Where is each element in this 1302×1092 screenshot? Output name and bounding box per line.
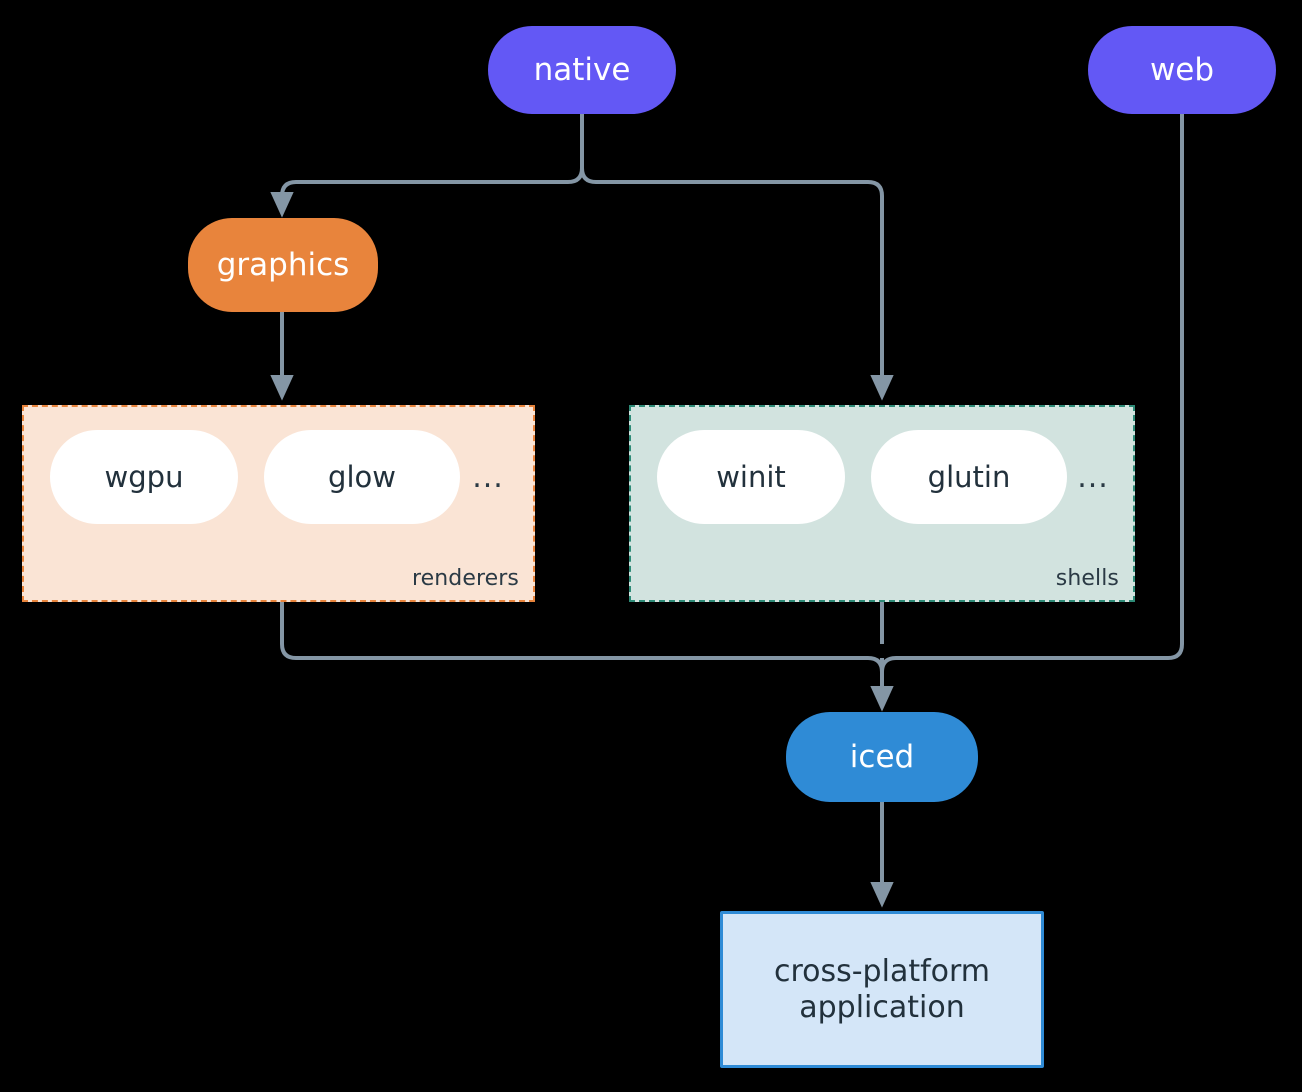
chip-winit-label: winit (716, 460, 786, 494)
group-shells-items: winit glutin ... (657, 430, 1119, 524)
chip-winit[interactable]: winit (657, 430, 845, 524)
node-web[interactable]: web (1088, 26, 1276, 114)
group-shells: winit glutin ... shells (629, 405, 1135, 602)
chip-glutin-label: glutin (927, 460, 1011, 494)
edge-native-split-left (567, 167, 584, 184)
node-native[interactable]: native (488, 26, 676, 114)
chip-wgpu-label: wgpu (104, 460, 184, 494)
edge-native-split (580, 112, 597, 184)
node-application-line1: cross-platform (773, 954, 991, 990)
edge-merge-right-joint (880, 656, 897, 673)
group-shells-label: shells (1055, 566, 1119, 591)
chip-glutin[interactable]: glutin (871, 430, 1067, 524)
edge-native-to-shells (596, 180, 894, 401)
group-renderers-items: wgpu glow ... (50, 430, 516, 524)
node-graphics[interactable]: graphics (188, 218, 378, 312)
node-application[interactable]: cross-platform application (720, 911, 1044, 1068)
chip-glow-label: glow (328, 460, 396, 494)
node-graphics-label: graphics (216, 246, 350, 283)
renderers-more-ellipsis: ... (472, 459, 504, 495)
chip-wgpu[interactable]: wgpu (50, 430, 238, 524)
node-application-line2: application (799, 989, 965, 1025)
group-renderers-label: renderers (411, 566, 519, 591)
shells-more-ellipsis: ... (1077, 459, 1109, 495)
edge-native-to-graphics (270, 180, 568, 218)
node-iced[interactable]: iced (786, 712, 978, 802)
edge-merge-left-joint (867, 656, 884, 673)
node-native-label: native (533, 51, 631, 88)
node-web-label: web (1149, 51, 1215, 88)
chip-glow[interactable]: glow (264, 430, 460, 524)
node-iced-label: iced (849, 738, 915, 775)
group-renderers: wgpu glow ... renderers (22, 405, 535, 602)
edge-renderers-to-iced (280, 602, 868, 660)
